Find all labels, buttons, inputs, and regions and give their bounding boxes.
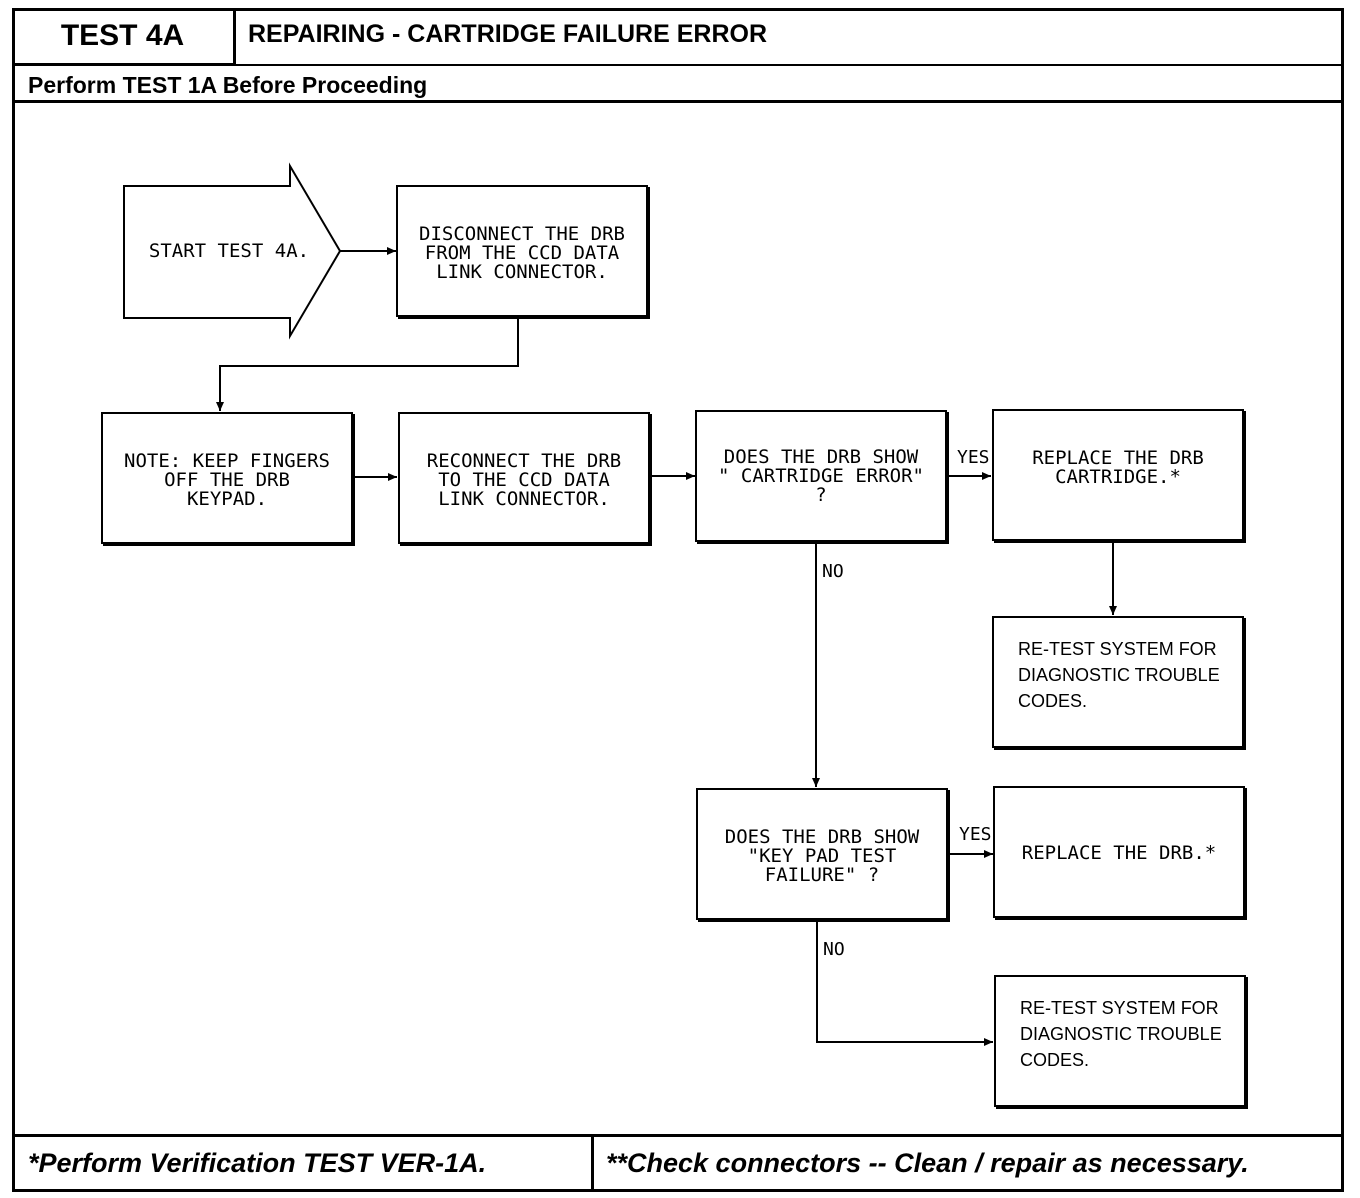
replace-drb-box: REPLACE THE DRB.* [993, 786, 1245, 918]
footer-divider [12, 1134, 1344, 1137]
subheader-divider [12, 100, 1344, 103]
no-label-1: NO [822, 561, 844, 582]
start-arrow-shape [123, 162, 342, 340]
replace-cartridge-box: REPLACE THE DRB CARTRIDGE.* [992, 409, 1244, 541]
start-test-label: START TEST 4A. [148, 240, 310, 262]
retest-system-box-2: RE-TEST SYSTEM FOR DIAGNOSTIC TROUBLE CO… [994, 975, 1246, 1107]
reconnect-drb-box: RECONNECT THE DRB TO THE CCD DATA LINK C… [398, 412, 650, 544]
footer-column-divider [591, 1134, 594, 1190]
footer-verification-note: *Perform Verification TEST VER-1A. [28, 1148, 487, 1178]
disconnect-drb-box: DISCONNECT THE DRB FROM THE CCD DATA LIN… [396, 185, 648, 317]
arrow-question2-no [816, 919, 993, 1046]
page-frame [12, 8, 1344, 1192]
arrow-disconnect-to-note [216, 316, 519, 411]
footer-connector-note: **Check connectors -- Clean / repair as … [606, 1148, 1249, 1178]
header-divider [12, 64, 1344, 66]
page-title: REPAIRING - CARTRIDGE FAILURE ERROR [248, 20, 767, 48]
yes-label-1: YES [957, 447, 990, 468]
question-keypad-failure-box: DOES THE DRB SHOW "KEY PAD TEST FAILURE"… [696, 788, 948, 920]
question-cartridge-error-box: DOES THE DRB SHOW " CARTRIDGE ERROR" ? [695, 410, 947, 542]
note-keep-fingers-box: NOTE: KEEP FINGERS OFF THE DRB KEYPAD. [101, 412, 353, 544]
no-label-2: NO [823, 939, 845, 960]
prerequisite-note: Perform TEST 1A Before Proceeding [28, 72, 428, 98]
retest-system-box-1: RE-TEST SYSTEM FOR DIAGNOSTIC TROUBLE CO… [992, 616, 1244, 748]
yes-label-2: YES [959, 824, 992, 845]
